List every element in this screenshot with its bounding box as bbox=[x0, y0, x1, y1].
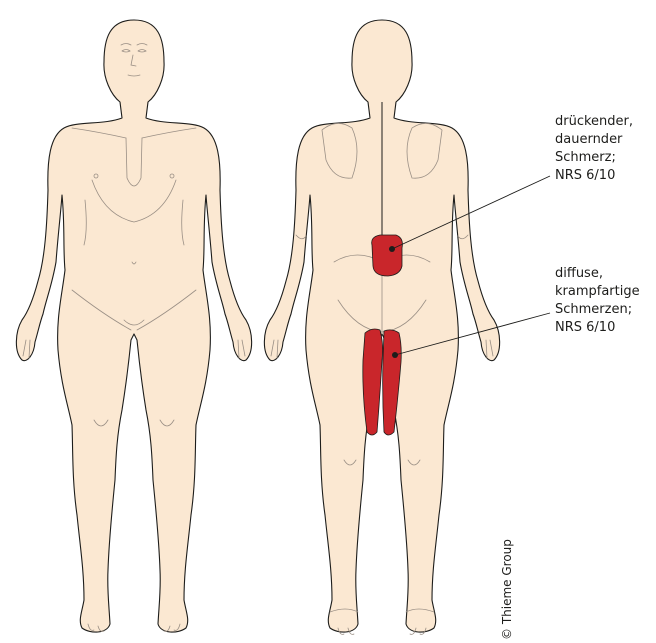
annotation-line: drückender, bbox=[555, 113, 633, 131]
annotation-line: Schmerz; bbox=[555, 149, 633, 167]
marker-dot-2 bbox=[392, 352, 398, 358]
copyright-notice: © Thieme Group bbox=[500, 539, 514, 640]
annotation-thigh-pain: diffuse, krampfartige Schmerzen; NRS 6/1… bbox=[555, 265, 640, 337]
pain-region-lumbar bbox=[372, 235, 403, 276]
annotation-line: dauernder bbox=[555, 131, 633, 149]
marker-dot-1 bbox=[389, 246, 395, 252]
annotation-line: krampfartige bbox=[555, 283, 640, 301]
pain-region-left-thigh bbox=[363, 329, 383, 435]
body-back-figure bbox=[264, 20, 499, 634]
annotation-line: NRS 6/10 bbox=[555, 319, 640, 337]
annotation-line: diffuse, bbox=[555, 265, 640, 283]
annotation-lumbar-pain: drückender, dauernder Schmerz; NRS 6/10 bbox=[555, 113, 633, 185]
body-front-figure bbox=[16, 20, 251, 632]
annotation-line: NRS 6/10 bbox=[555, 167, 633, 185]
annotation-line: Schmerzen; bbox=[555, 301, 640, 319]
